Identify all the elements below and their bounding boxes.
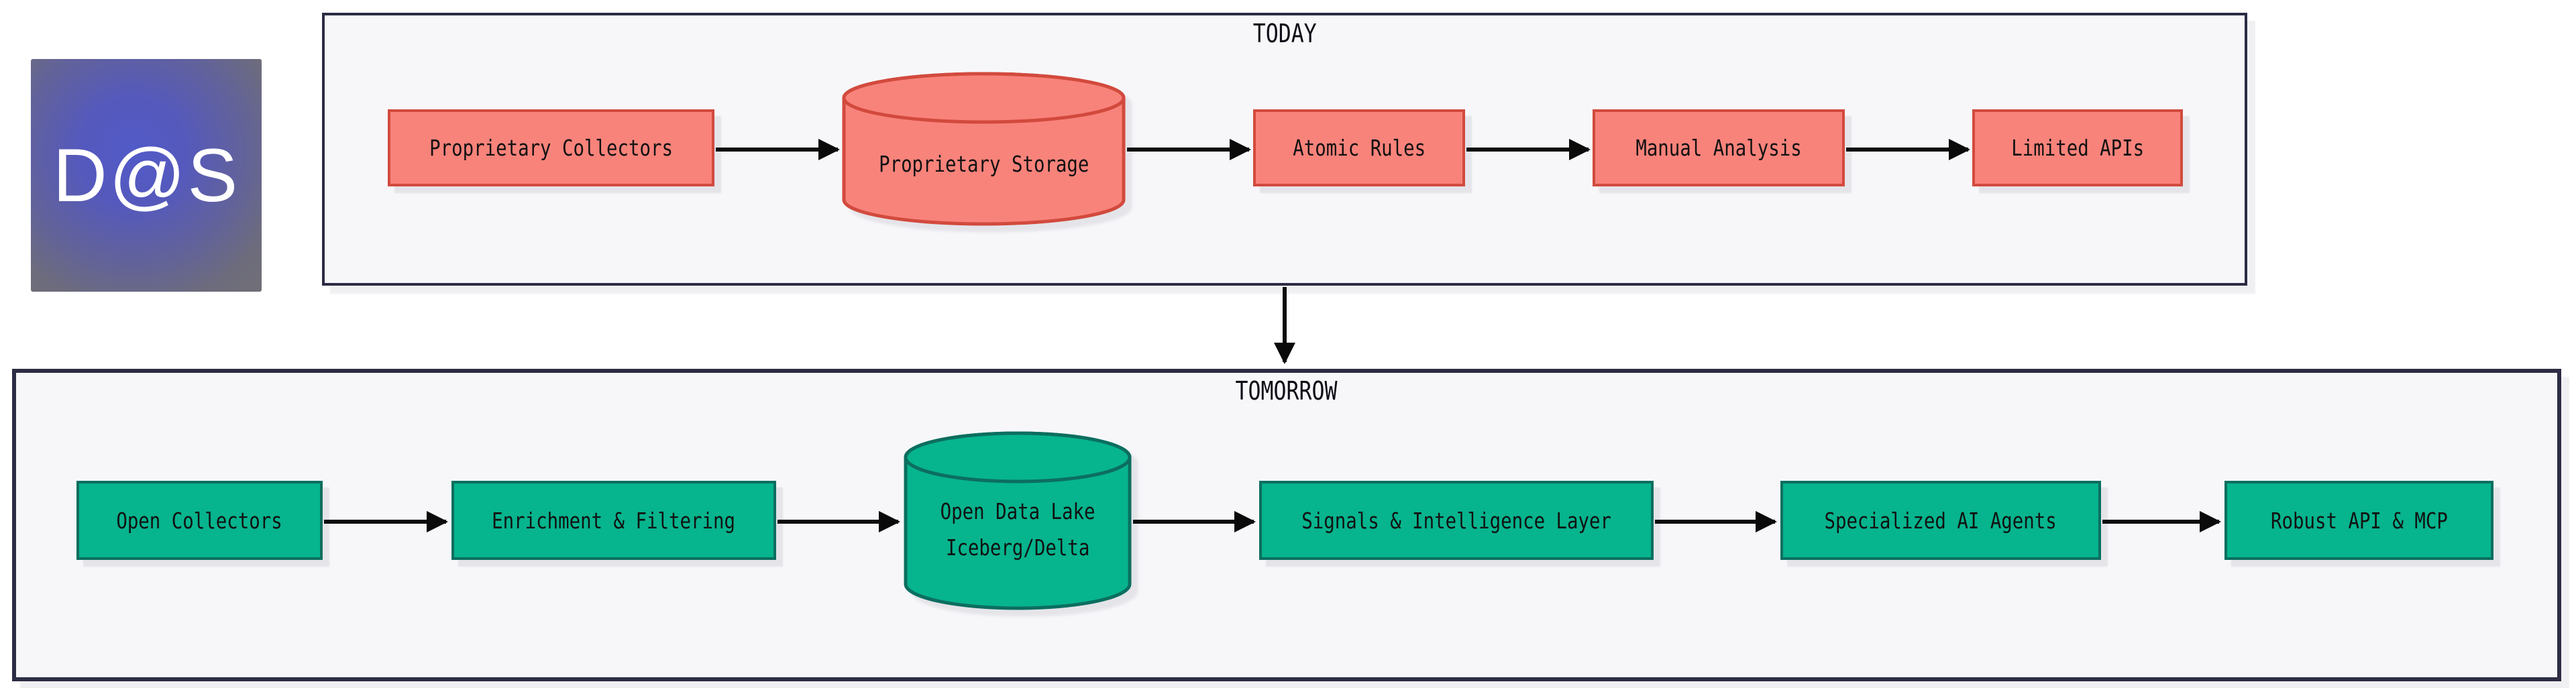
panel-tomorrow-title-text: TOMORROW bbox=[1236, 376, 1338, 406]
node-label-line2: Iceberg/Delta bbox=[945, 534, 1090, 561]
node-proprietary-storage: Proprietary Storage bbox=[842, 72, 1126, 226]
node-limited-apis: Limited APIs bbox=[1972, 109, 2183, 186]
node-open-data-lake: Open Data Lake Iceberg/Delta bbox=[904, 431, 1132, 610]
panel-tomorrow-title: TOMORROW bbox=[16, 376, 2557, 406]
node-label: Robust API & MCP bbox=[2270, 507, 2448, 534]
panel-today-title-text: TODAY bbox=[1252, 19, 1317, 48]
database-cylinder-icon bbox=[842, 72, 1126, 226]
node-label-wrap: Open Data Lake Iceberg/Delta bbox=[904, 456, 1132, 603]
node-manual-analysis: Manual Analysis bbox=[1593, 109, 1845, 186]
node-label: Manual Analysis bbox=[1635, 135, 1802, 161]
node-specialized-ai-agents: Specialized AI Agents bbox=[1780, 481, 2101, 560]
panel-today-title: TODAY bbox=[325, 19, 2245, 48]
company-logo: D@S bbox=[31, 59, 262, 292]
node-robust-api-mcp: Robust API & MCP bbox=[2224, 481, 2493, 560]
node-open-collectors: Open Collectors bbox=[76, 481, 323, 560]
node-label: Atomic Rules bbox=[1293, 135, 1426, 161]
database-cylinder-icon bbox=[904, 431, 1132, 610]
node-proprietary-collectors: Proprietary Collectors bbox=[388, 109, 714, 186]
node-signals-intelligence-layer: Signals & Intelligence Layer bbox=[1259, 481, 1654, 560]
node-label-wrap: Proprietary Storage bbox=[842, 103, 1126, 226]
node-atomic-rules: Atomic Rules bbox=[1253, 109, 1465, 186]
node-label: Proprietary Collectors bbox=[429, 135, 673, 161]
node-label: Proprietary Storage bbox=[878, 151, 1089, 178]
node-label-line1: Open Data Lake bbox=[940, 498, 1095, 525]
node-enrichment-filtering: Enrichment & Filtering bbox=[451, 481, 776, 560]
logo-text: D@S bbox=[52, 133, 240, 217]
node-label: Signals & Intelligence Layer bbox=[1301, 507, 1611, 534]
node-label: Specialized AI Agents bbox=[1824, 507, 2057, 534]
node-label: Limited APIs bbox=[2011, 135, 2144, 161]
node-label: Enrichment & Filtering bbox=[492, 507, 736, 534]
node-label: Open Collectors bbox=[116, 507, 283, 534]
